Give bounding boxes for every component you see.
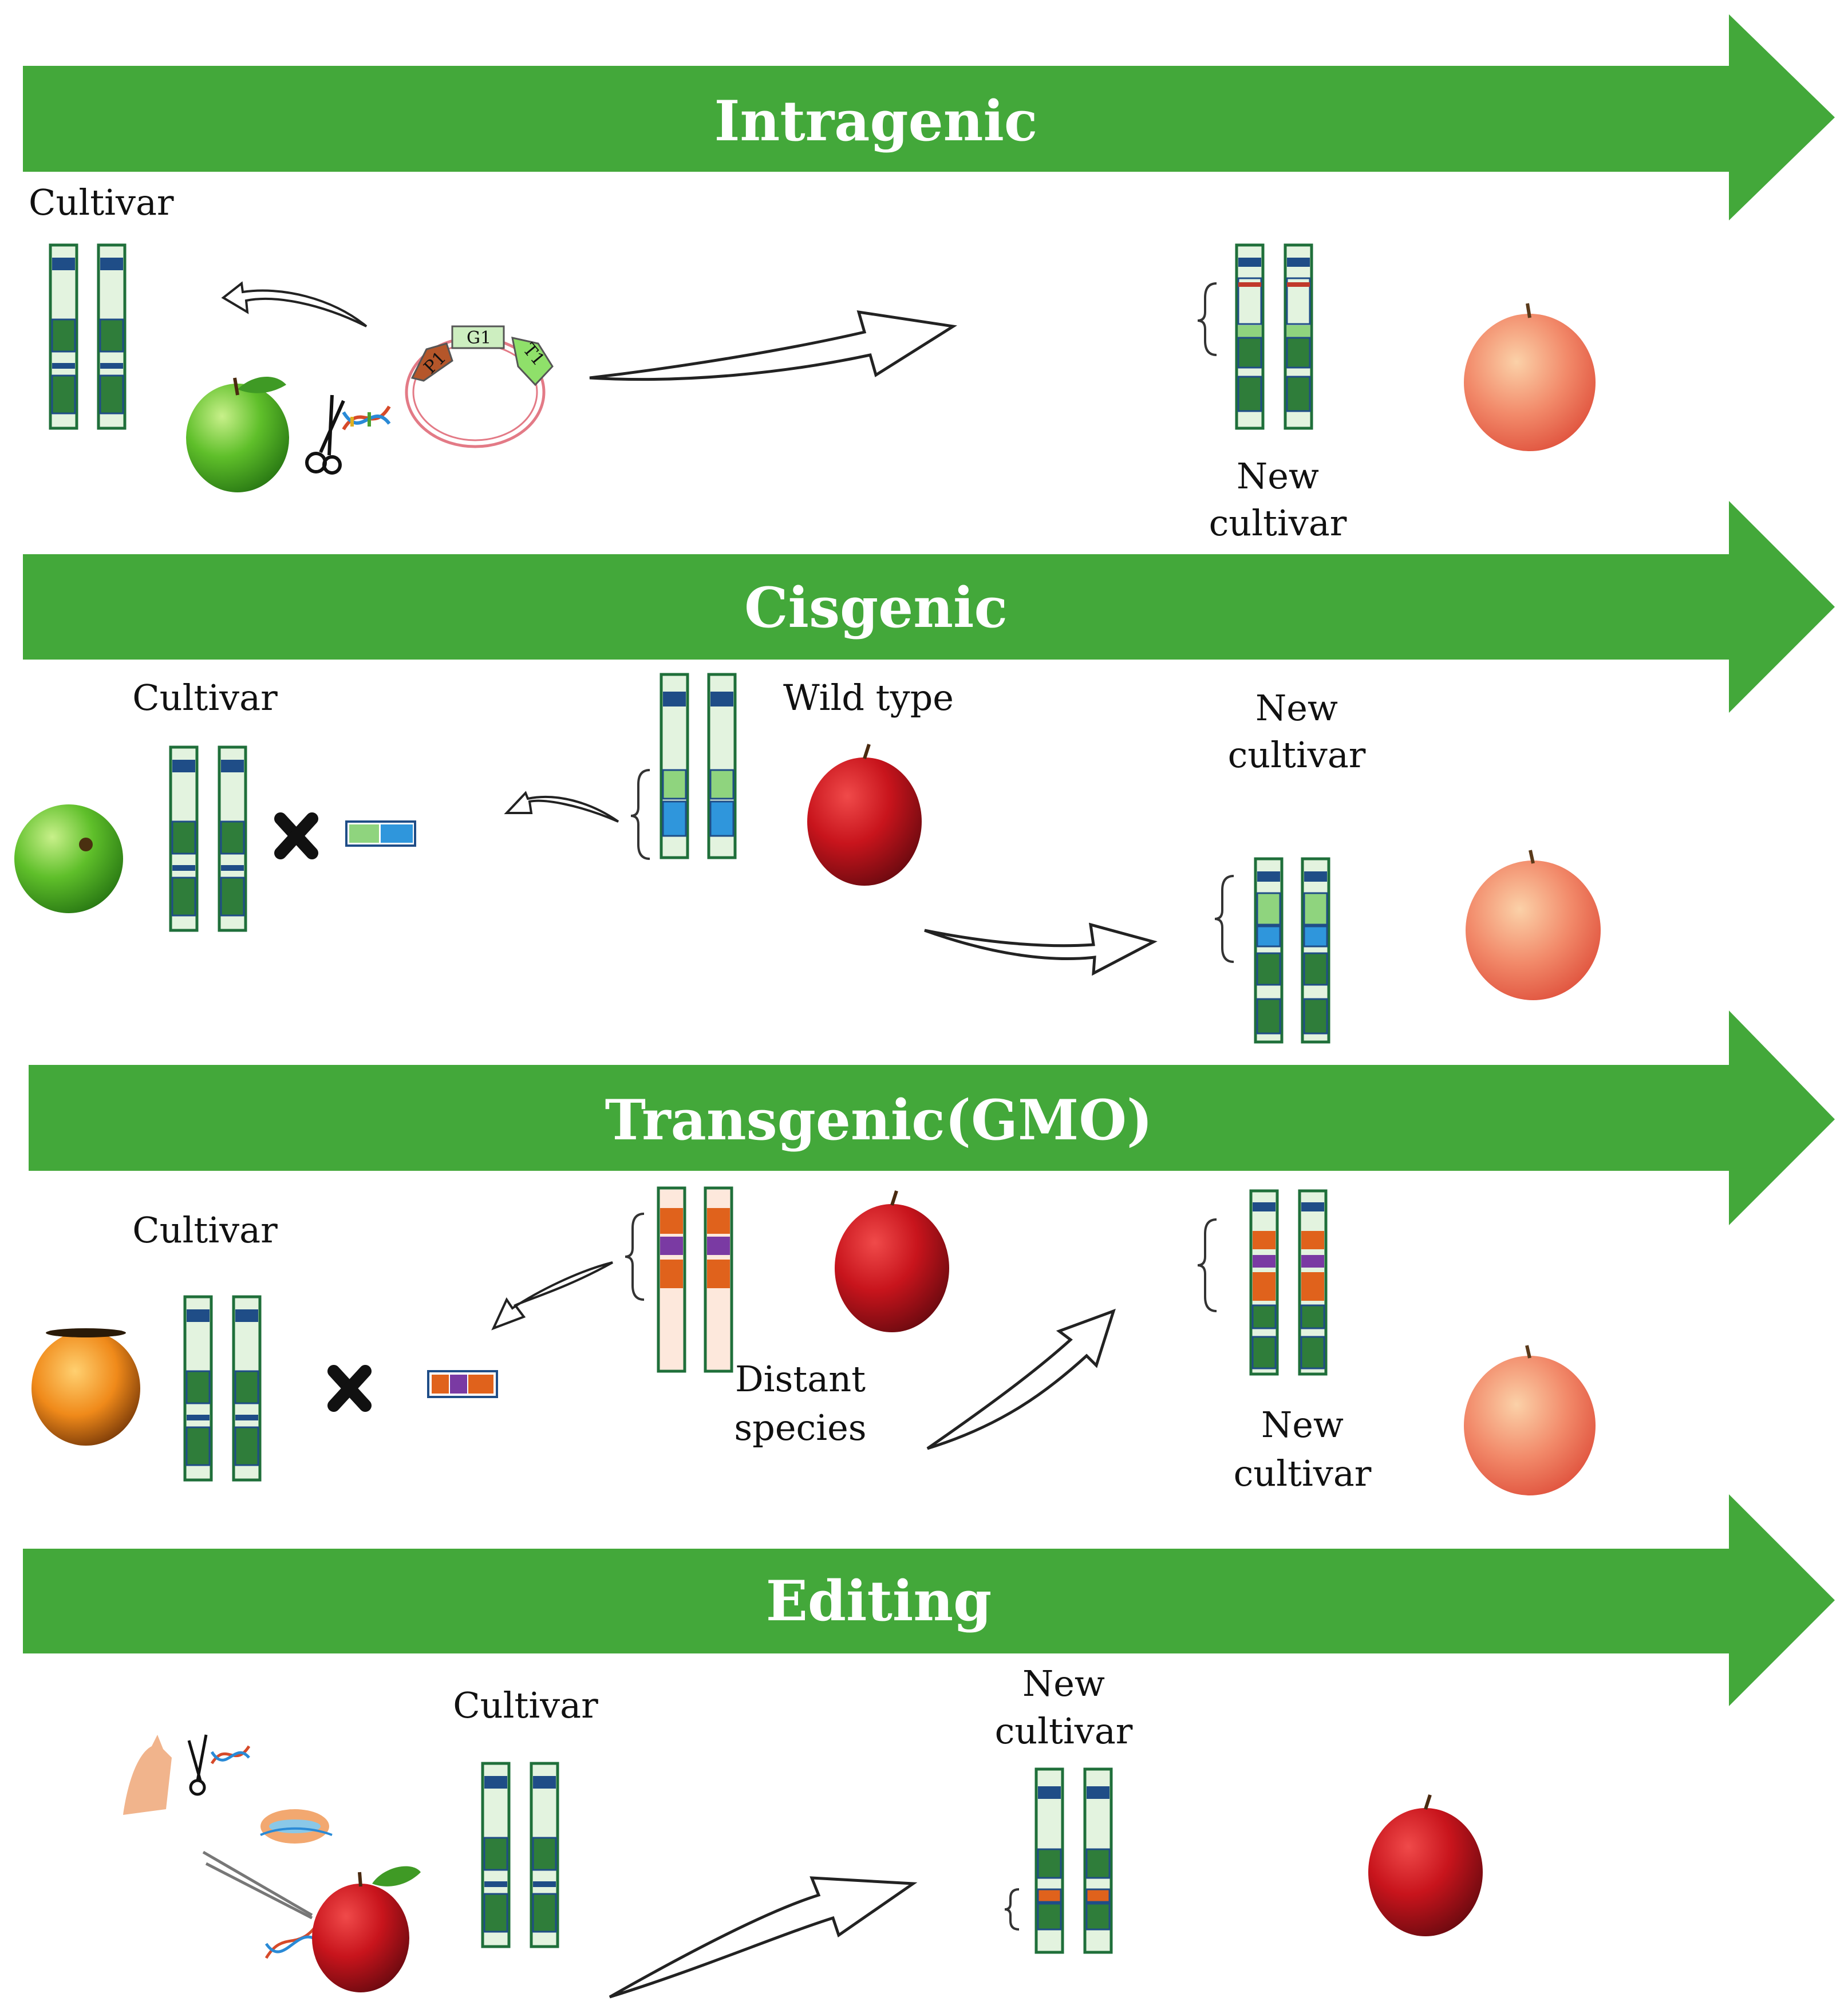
bracket <box>630 769 650 860</box>
cultivar-label: cultivar <box>995 1710 1133 1752</box>
bracket <box>625 1213 645 1301</box>
chromosome <box>219 747 246 930</box>
chromosome-distant <box>704 1186 733 1373</box>
chromosome <box>171 747 197 930</box>
hand-scissors-icon <box>123 1734 251 1815</box>
band-arrow <box>23 1494 1835 1706</box>
section-transgenic: Transgenic(GMO) Cultivar <box>29 1011 1835 1495</box>
section-title: Cisgenic <box>744 575 1008 640</box>
hollow-arrow-left <box>221 281 368 327</box>
plasmid-icon: P1 G1 T1 <box>405 325 554 448</box>
chromosome-edited <box>1083 1767 1113 1954</box>
gene-insert <box>1238 282 1261 287</box>
species-label: species <box>734 1407 866 1448</box>
dna-icon <box>264 1923 319 1959</box>
cultivar-label: cultivar <box>1234 1453 1372 1494</box>
chromosome <box>234 1297 260 1480</box>
cultivar-label: Cultivar <box>453 1684 598 1726</box>
new-label: New <box>1237 455 1319 497</box>
chromosome-new <box>1254 857 1284 1044</box>
chromosome-distant <box>657 1186 686 1373</box>
section-editing: Editing Cult <box>23 1494 1835 1999</box>
tweezers-icon <box>202 1850 313 1920</box>
red-apple <box>1368 1794 1483 1936</box>
chromosome-new <box>1301 857 1330 1044</box>
cultivar-label: Cultivar <box>132 1209 278 1251</box>
cultivar-label: cultivar <box>1228 734 1366 776</box>
section-title: Transgenic(GMO) <box>605 1088 1153 1152</box>
bracket <box>1214 875 1234 963</box>
pink-apple <box>1464 1345 1596 1495</box>
chromosome-new <box>1237 245 1263 428</box>
hollow-arrow-right <box>926 1308 1116 1450</box>
cross-icon <box>274 812 318 859</box>
hollow-arrow-right <box>589 310 958 381</box>
section-cisgenic: Cisgenic Cultivar <box>14 501 1835 1044</box>
cultivar-label: cultivar <box>1209 502 1347 544</box>
chromosome-new <box>1285 245 1312 428</box>
plasmid-label-g1: G1 <box>467 328 491 348</box>
red-apple <box>807 744 922 886</box>
chromosome-wild <box>707 673 737 859</box>
cultivar-label: Cultivar <box>132 677 278 719</box>
green-apple <box>186 377 289 492</box>
distant-label: Distant <box>735 1358 866 1400</box>
chromosome-new <box>1249 1189 1279 1376</box>
section-title: Intragenic <box>714 89 1038 153</box>
chromosome-wild <box>660 673 689 859</box>
red-apple <box>312 1866 421 1992</box>
band-arrow <box>23 14 1835 220</box>
chromosome-new <box>1298 1189 1328 1376</box>
green-apple <box>14 804 123 913</box>
chromosome <box>531 1763 558 1947</box>
pink-apple <box>1464 303 1596 451</box>
cross-icon <box>327 1365 372 1412</box>
red-apple <box>835 1190 949 1332</box>
scissors-icon <box>305 394 345 475</box>
hollow-arrow-right <box>609 1876 918 1999</box>
hollow-arrow-right <box>924 922 1158 976</box>
cultivar-label: Cultivar <box>29 181 174 223</box>
gene-fragment <box>345 820 416 847</box>
chromosome <box>50 245 77 428</box>
chromosome <box>185 1297 211 1480</box>
dna-icon <box>342 405 391 431</box>
wild-type-label: Wild type <box>783 677 954 719</box>
chromosome <box>98 245 125 428</box>
orange-fruit <box>31 1328 140 1446</box>
crispr-icon <box>260 1809 333 1844</box>
chromosome <box>483 1763 509 1947</box>
new-label: New <box>1255 687 1338 729</box>
band-arrow <box>23 501 1835 713</box>
hollow-arrow-left <box>491 1261 613 1331</box>
section-intragenic: Intragenic Cultivar <box>23 14 1835 544</box>
pink-apple <box>1466 850 1601 1000</box>
gene-fragment <box>427 1370 498 1398</box>
hollow-arrow-left <box>504 791 619 823</box>
gene-insert <box>1287 282 1310 287</box>
bracket <box>1197 282 1217 356</box>
chromosome-edited <box>1034 1767 1064 1954</box>
band-arrow <box>29 1011 1835 1225</box>
section-title: Editing <box>766 1569 992 1633</box>
new-label: New <box>1261 1404 1344 1446</box>
bracket <box>1197 1218 1217 1312</box>
bracket <box>1004 1888 1020 1931</box>
new-label: New <box>1022 1663 1105 1704</box>
